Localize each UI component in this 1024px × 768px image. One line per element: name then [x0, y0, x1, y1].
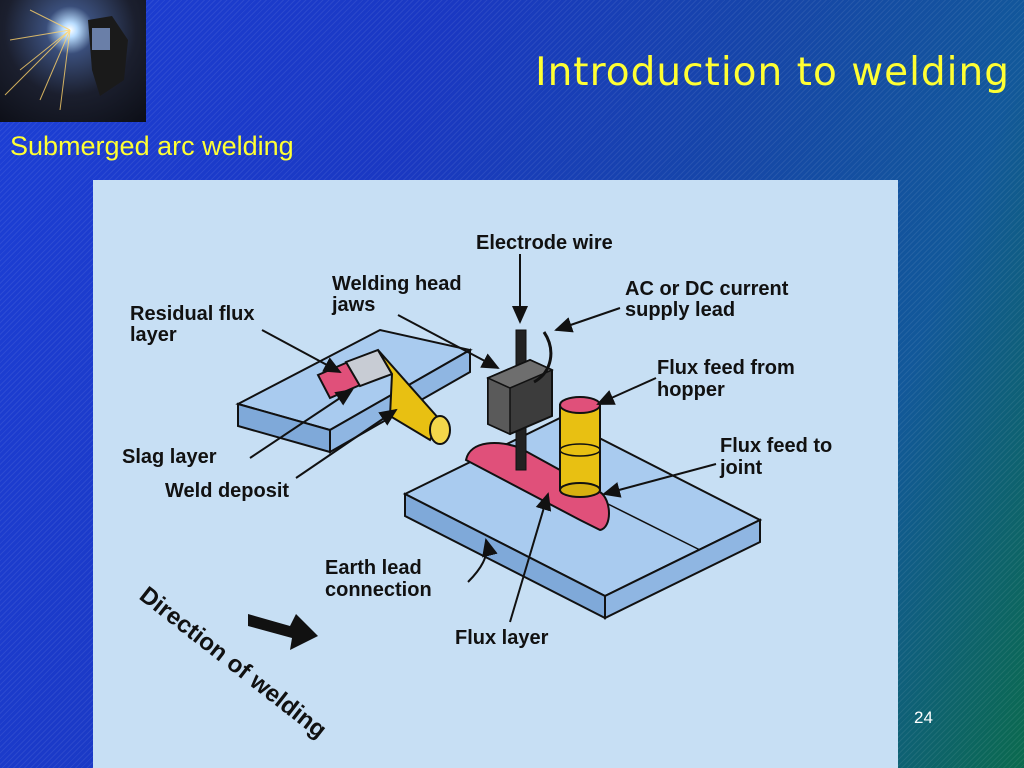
label-direction: Direction of welding: [134, 581, 331, 743]
slide-subtitle: Submerged arc welding: [10, 131, 294, 161]
label-electrode-wire: Electrode wire: [476, 232, 613, 254]
leader-lines: [249, 254, 717, 623]
welder-photo-sparks: [4, 9, 128, 111]
label-weld-deposit: Weld deposit: [165, 480, 289, 502]
welder-photo: [0, 0, 146, 122]
label-residual-2: layer: [130, 324, 177, 346]
label-joint-2: joint: [719, 457, 763, 479]
label-flux-layer: Flux layer: [455, 627, 549, 649]
label-residual-1: Residual flux: [130, 303, 254, 325]
slide-title: Introduction to welding: [535, 50, 1010, 95]
label-hopper-2: hopper: [657, 379, 725, 401]
label-current-2: supply lead: [625, 299, 735, 321]
label-earth-2: connection: [325, 579, 432, 601]
flux-hopper-tube: [559, 396, 601, 498]
label-welding-head-2: jaws: [331, 294, 375, 316]
label-earth-1: Earth lead: [325, 557, 422, 579]
label-hopper-1: Flux feed from: [657, 357, 795, 379]
label-current-1: AC or DC current: [625, 278, 789, 300]
page-number: 24: [914, 708, 933, 727]
label-slag: Slag layer: [122, 446, 217, 468]
direction-arrow: [248, 614, 318, 650]
label-joint-1: Flux feed to: [720, 435, 832, 457]
label-welding-head-1: Welding head: [332, 273, 462, 295]
welding-head: [486, 358, 554, 436]
supply-lead: [533, 331, 553, 384]
